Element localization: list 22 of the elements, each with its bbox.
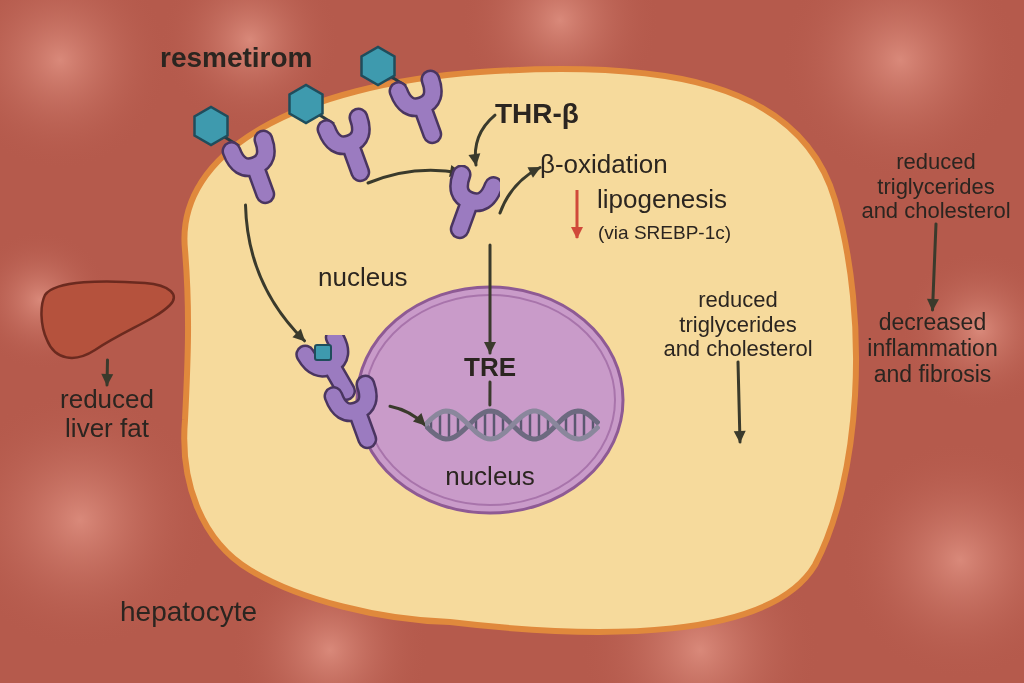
process-label: lipogenesis	[597, 185, 728, 215]
annotation-text: reduced liver fat	[47, 385, 167, 444]
annotation-text: reduced triglycerides and cholesterol	[660, 288, 816, 362]
arrow	[484, 243, 496, 355]
arrow	[733, 360, 746, 444]
cell-label: hepatocyte	[120, 596, 257, 628]
annotation-text: decreased inflammation and fibrosis	[845, 310, 1020, 388]
arrow	[101, 358, 114, 387]
annotation-text: reduced triglycerides and cholesterol	[858, 150, 1014, 224]
drug-name-label: resmetirom	[160, 42, 313, 74]
connector-line	[488, 380, 492, 407]
compartment-label: nucleus	[318, 263, 408, 293]
arrow	[468, 113, 497, 167]
arrow	[244, 203, 306, 343]
compartment-label: nucleus	[444, 462, 536, 492]
arrow	[926, 222, 939, 312]
annotation-text: β-oxidation	[540, 150, 668, 180]
pathway-note: (via SREBP-1c)	[598, 222, 732, 244]
annotation-text: TRE	[462, 353, 518, 383]
arrow	[498, 166, 542, 215]
annotation-text: THR-β	[495, 98, 579, 130]
arrow	[388, 404, 427, 427]
